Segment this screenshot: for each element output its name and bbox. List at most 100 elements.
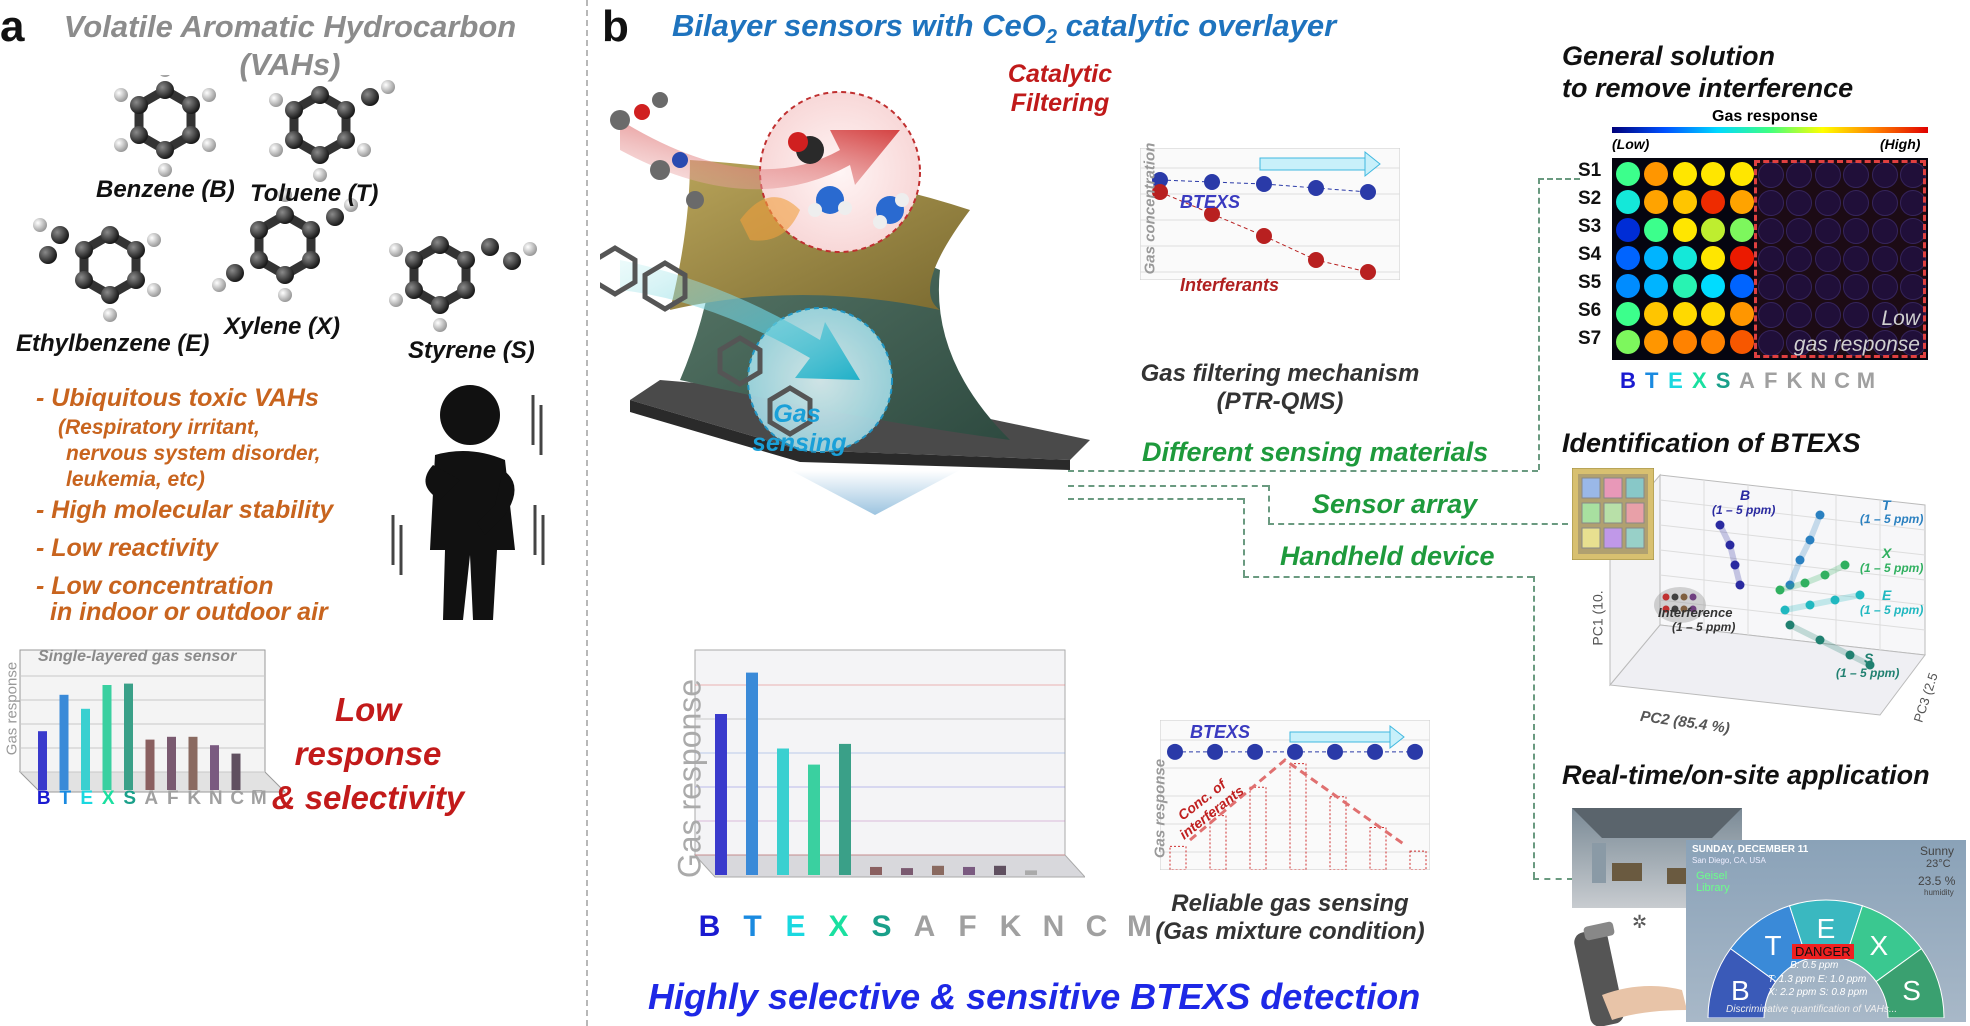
chart-b-letter-n: N [1042,910,1065,943]
panel-a-letter: a [0,2,25,51]
connector-array-drop [1268,485,1270,523]
connector-materials-top [1538,178,1580,180]
reliable-btexs-label: BTEXS [1190,722,1251,742]
gauge-label-t: T [1765,930,1782,961]
heatmap-letter-k: K [1786,368,1803,393]
heatmap-cell-s1-a [1758,162,1784,188]
heatmap-cell-s5-n [1843,274,1870,300]
heatmap-cell-s4-t [1644,246,1669,270]
pca-point-4-3 [1785,620,1795,630]
chart-a-bar-e [81,708,90,790]
heatmap-cell-s4-n [1843,246,1870,272]
heatmap-cell-s1-t [1644,162,1669,186]
panel-b-title: Bilayer sensors with CeO2 catalytic over… [672,8,1336,49]
chart-b-letter-m: M [1127,910,1152,943]
heatmap-cell-s1-c [1871,162,1898,188]
label-different-sensing-materials: Different sensing materials [1142,437,1489,467]
heatmap-cell-s3-a [1758,218,1784,244]
bullet-concentration: - Low concentration [36,572,274,600]
filter-btexs-arrowhead [1364,150,1381,178]
reliable-btexs-point-3 [1287,743,1303,760]
chart-b-bar-f [901,868,913,875]
chart-b-letter-s: S [871,910,892,943]
pca-range-b: (1 – 5 ppm) [1712,503,1776,517]
reliable-btexs-point-4 [1327,743,1343,760]
dashboard-b-value: B: 0.5 ppm [1790,960,1839,971]
pca-cluster-trail-4 [1788,622,1872,668]
bullet-respiratory: (Respiratory irritant, [58,416,260,439]
heatmap-cell-s3-t [1644,218,1669,242]
heatmap-row-label-s5: S5 [1578,272,1602,293]
chart-b-bar-c [994,865,1006,875]
chart-b-letter-c: C [1085,910,1108,943]
pca-label-b: B [1740,487,1751,503]
panel-a-title: Volatile Aromatic Hydrocarbon (VAHs) [30,8,550,84]
chart-b-bar-x [808,764,820,875]
catalytic-filtering-label: Catalytic Filtering [1000,60,1120,118]
bilayer-sensor-illustration [600,91,1090,470]
pca-interference-point-1 [1671,593,1679,601]
heatmap-row-label-s3: S3 [1578,216,1602,237]
heatmap-cell-s6-x [1701,302,1726,326]
low-gas-line1: Low [1881,307,1920,330]
heatmap-cell-s1-n [1843,162,1870,188]
pca-point-3-1 [1830,595,1840,605]
reliable-btexs-point-0 [1167,743,1183,760]
heatmap-cell-s7-b [1616,330,1640,354]
pca-interference-label: Interference [1658,605,1733,620]
heatmap-cell-s5-x [1701,274,1726,298]
chart-b-bar-n [963,866,975,875]
heatmap-cell-s4-f [1786,246,1813,272]
chart-b-bar-a [870,866,882,875]
down-arrow-icon [790,470,960,515]
general-solution-title: General solution to remove interference [1562,40,1853,104]
heatmap-cell-s7-c [1871,330,1898,356]
heatmap-cell-s1-k [1814,162,1841,188]
chart-a-bar-t [59,694,69,790]
heatmap-letter-m: M [1856,368,1876,393]
heatmap-cell-s4-b [1616,246,1640,270]
gauge-label-e: E [1817,913,1836,944]
handheld-device-illustration: ✲ [1574,912,1687,1026]
reliable-interferant-bar-1 [1209,815,1227,870]
dashboard-humidity: 23.5 % [1918,874,1956,888]
filter-series-point-0-4 [1360,184,1376,200]
heatmap-cell-s6-n [1843,302,1870,328]
heatmap-cell-s3-c [1871,218,1898,244]
pca-interference-point-7 [1689,605,1697,613]
general-line2: to remove interference [1562,73,1854,103]
reliable-btexs-point-1 [1207,743,1223,760]
heatmap-row-label-s2: S2 [1578,188,1602,209]
pca-point-1-3 [1785,580,1795,590]
bullet-nervous: nervous system disorder, [66,442,321,465]
pca-point-3-0 [1855,590,1865,600]
heatmap-cell-s2-s [1729,190,1754,214]
heatmap-cell-s7-a [1758,330,1784,356]
chart-b-bar-k [932,865,944,875]
heatmap-cell-s5-f [1786,274,1813,300]
bilayer-bar-chart [693,649,1085,878]
chart-b-bar-b [715,714,727,875]
pca-point-0-0 [1715,520,1725,530]
pca-label-x: X [1882,545,1892,561]
filter-series-point-1-0 [1152,184,1168,200]
pca-interference-range: (1 – 5 ppm) [1672,620,1736,634]
pca-point-2-1 [1820,570,1830,580]
dashboard-weather: Sunny [1920,844,1955,858]
heatmap-cell-s5-t [1644,274,1669,298]
heatmap-cell-s6-t [1644,302,1669,326]
chart-b-letter-x: X [828,910,849,943]
connector-materials-vertical [1538,178,1540,470]
dashboard-location: San Diego, CA, USA [1692,856,1766,865]
heatmap-cell-s5-e [1672,274,1697,298]
heatmap-cell-s7-n [1843,330,1870,356]
ethylbenzene-molecule [33,218,161,322]
low-response-line1: Low response [294,691,442,772]
heatmap-cell-s4-e [1672,246,1697,270]
heatmap-cell-s1-s [1729,162,1754,186]
low-response-line2: & selectivity [271,779,465,816]
filter-btexs-arrow [1259,157,1366,171]
pca-point-4-2 [1815,635,1825,645]
bullet-stability: - High molecular stability [36,496,334,524]
device-dashboard: SUNDAY, DECEMBER 11 San Diego, CA, USA G… [1686,840,1966,1022]
